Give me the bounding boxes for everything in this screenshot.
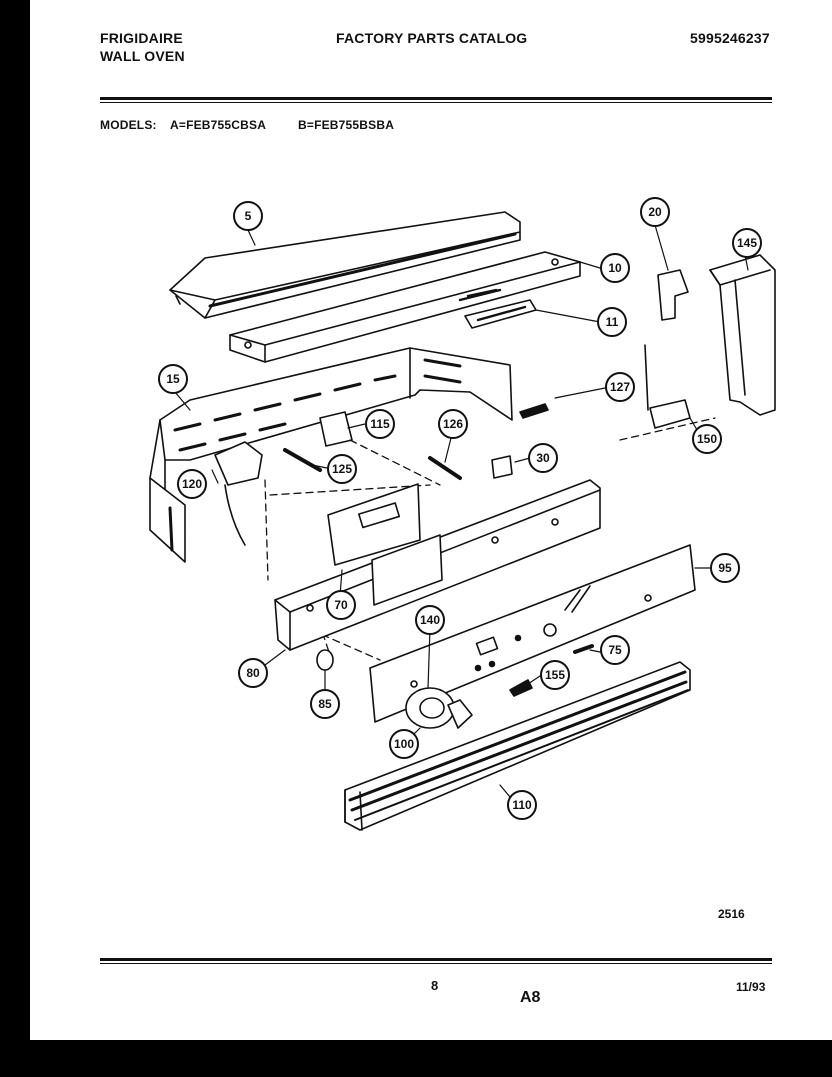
callout-140: 140 — [415, 605, 445, 635]
catalog-date: 11/93 — [736, 980, 766, 994]
callout-145: 145 — [732, 228, 762, 258]
header-rule — [100, 97, 772, 100]
part-clock-board — [327, 483, 443, 606]
part-126 — [428, 456, 462, 480]
callout-125: 125 — [327, 454, 357, 484]
callout-150: 150 — [692, 424, 722, 454]
part-fan-motor — [214, 441, 263, 546]
scan-left-border — [0, 0, 30, 1077]
model-b: B=FEB755BSBA — [298, 118, 395, 132]
callout-11: 11 — [597, 307, 627, 337]
part-vent-grille — [344, 661, 691, 831]
models-label: MODELS: — [100, 118, 157, 132]
callout-15: 15 — [158, 364, 188, 394]
catalog-title: FACTORY PARTS CATALOG — [336, 30, 528, 46]
callout-30: 30 — [528, 443, 558, 473]
scan-bottom-border — [0, 1040, 832, 1077]
part-155 — [509, 679, 533, 697]
callout-95: 95 — [710, 553, 740, 583]
callout-126: 126 — [438, 409, 468, 439]
callout-85: 85 — [310, 689, 340, 719]
part-top-trim — [169, 211, 521, 319]
part-duct — [709, 254, 776, 416]
part-75 — [573, 644, 594, 654]
part-control-panel — [369, 544, 696, 723]
callout-115: 115 — [365, 409, 395, 439]
footer-rule-thin — [100, 963, 772, 964]
part-knob — [405, 687, 473, 729]
callout-75: 75 — [600, 635, 630, 665]
section-code: A8 — [520, 989, 541, 1006]
brand-name: FRIGIDAIRE — [100, 30, 183, 46]
product-name: WALL OVEN — [100, 48, 185, 64]
header-rule-thin — [100, 102, 772, 103]
callout-127: 127 — [605, 372, 635, 402]
part-switch — [319, 411, 353, 447]
part-30 — [491, 455, 513, 479]
part-bracket-bar — [229, 251, 581, 363]
callout-5: 5 — [233, 201, 263, 231]
callout-155: 155 — [540, 660, 570, 690]
callout-70: 70 — [326, 590, 356, 620]
callout-80: 80 — [238, 658, 268, 688]
footer-rule — [100, 958, 772, 961]
catalog-number: 5995246237 — [690, 30, 770, 46]
callout-10: 10 — [600, 253, 630, 283]
callout-110: 110 — [507, 790, 537, 820]
part-125 — [283, 448, 322, 472]
callout-120: 120 — [177, 469, 207, 499]
part-back-panel — [149, 347, 513, 563]
page-number: 8 — [431, 978, 439, 993]
callout-20: 20 — [640, 197, 670, 227]
callout-100: 100 — [389, 729, 419, 759]
part-bracket-20 — [657, 269, 689, 321]
drawing-number: 2516 — [718, 907, 745, 921]
part-127 — [519, 403, 549, 419]
model-a: A=FEB755CBSA — [170, 118, 267, 132]
